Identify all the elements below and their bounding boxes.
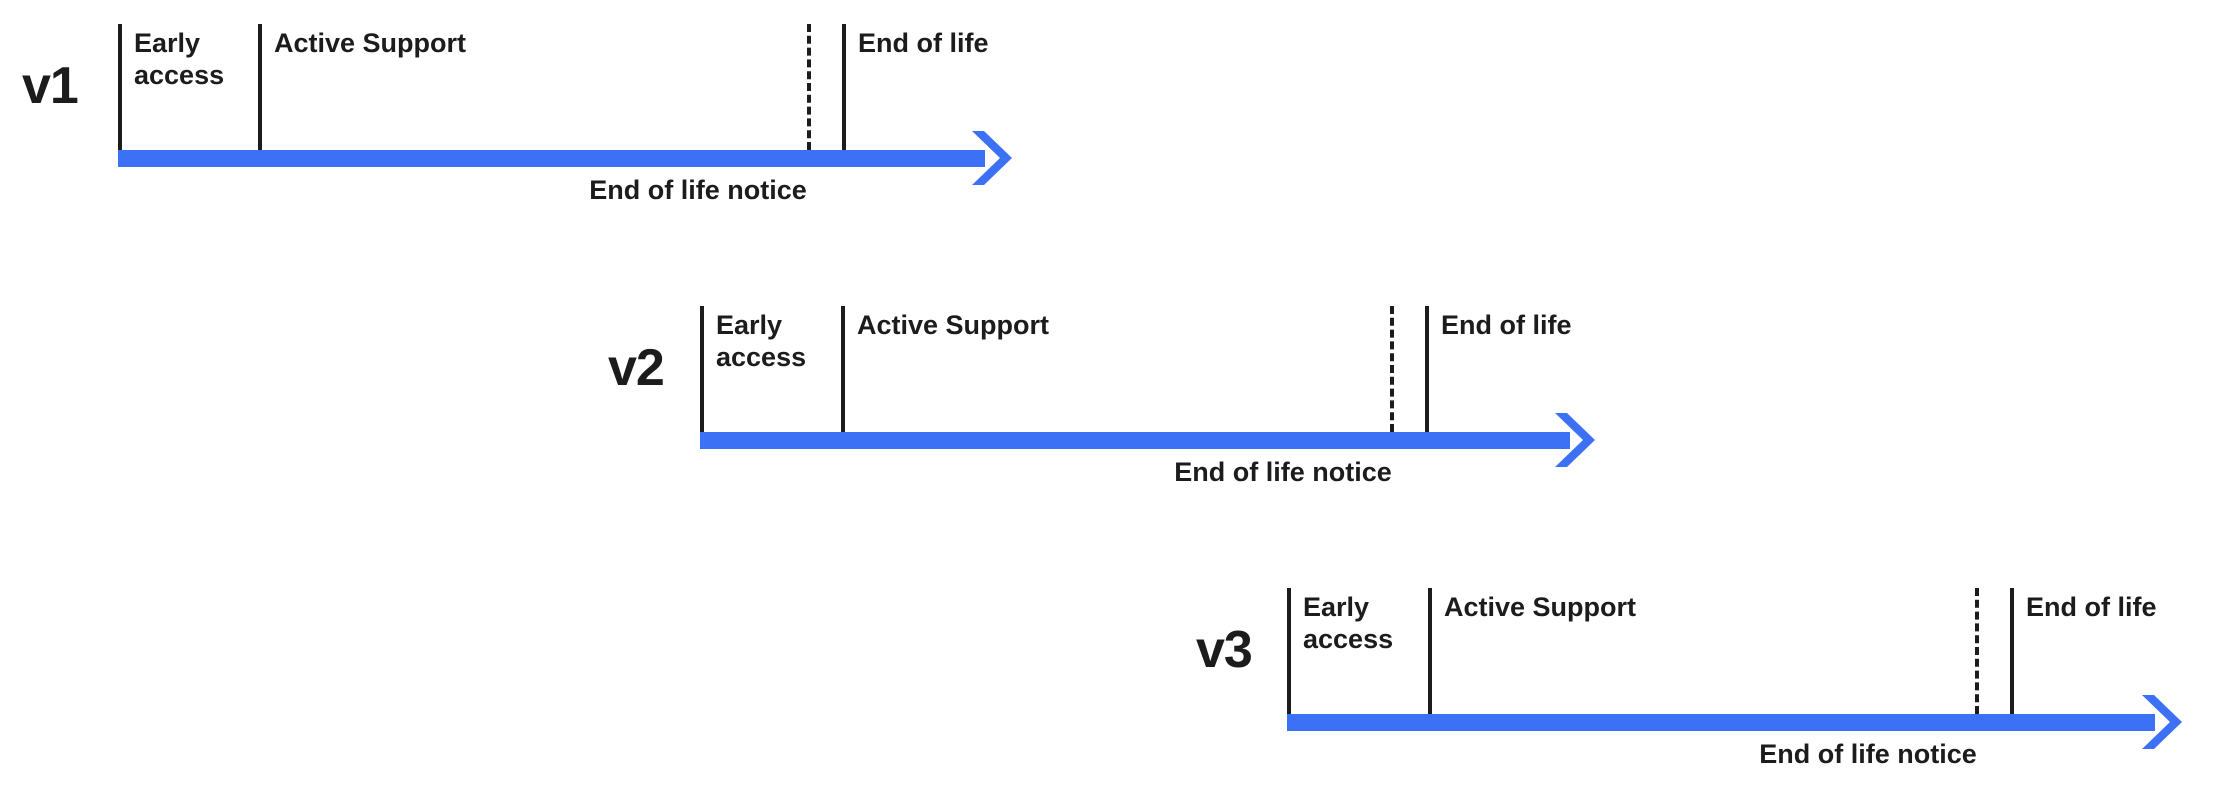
timeline-arrow-shaft-v3	[1287, 714, 2155, 731]
timeline-arrow-head-icon-v1	[964, 129, 1022, 187]
phase-divider-early-access-end-v1	[258, 24, 262, 150]
version-label-v2: v2	[608, 339, 665, 397]
phase-label-end-of-life-v2: End of life	[1441, 310, 1572, 340]
end-of-life-notice-label-v1: End of life notice	[589, 175, 807, 205]
phase-divider-end-of-life-v2	[1425, 306, 1429, 432]
phase-label-active-support-v3: Active Support	[1444, 592, 1637, 622]
timeline-row-v2: v2 Early access Active Support End of li…	[0, 282, 2228, 487]
end-of-life-notice-label-v2: End of life notice	[1174, 457, 1392, 487]
timeline-row-v3: v3 Early access Active Support End of li…	[0, 564, 2228, 769]
phase-label-active-support-v1: Active Support	[274, 28, 467, 58]
phase-divider-start-v2	[700, 306, 704, 432]
phase-divider-end-of-life-v3	[2010, 588, 2014, 714]
phase-label-early-access-v3: Early access	[1303, 592, 1394, 654]
timeline-arrow-shaft-v1	[118, 150, 985, 167]
version-label-v1: v1	[22, 57, 79, 115]
timeline-arrow-head-icon-v3	[2134, 693, 2192, 751]
end-of-life-notice-marker-v1	[807, 24, 811, 150]
phase-label-active-support-v2: Active Support	[857, 310, 1050, 340]
phase-label-early-access-v2: Early access	[716, 310, 807, 372]
end-of-life-notice-marker-v3	[1975, 588, 1979, 714]
phase-label-early-access-v1: Early access	[134, 28, 225, 90]
timeline-arrow-shaft-v2	[700, 432, 1570, 449]
timeline-row-v1: v1 Early access Active Support End of li…	[0, 0, 2228, 205]
phase-label-end-of-life-v1: End of life	[858, 28, 989, 58]
end-of-life-notice-marker-v2	[1390, 306, 1394, 432]
timeline-arrow-head-icon-v2	[1547, 411, 1605, 469]
version-label-v3: v3	[1196, 621, 1253, 679]
phase-label-end-of-life-v3: End of life	[2026, 592, 2157, 622]
phase-divider-start-v1	[118, 24, 122, 150]
end-of-life-notice-label-v3: End of life notice	[1759, 739, 1977, 769]
phase-divider-early-access-end-v3	[1428, 588, 1432, 714]
phase-divider-start-v3	[1287, 588, 1291, 714]
phase-divider-early-access-end-v2	[841, 306, 845, 432]
phase-divider-end-of-life-v1	[842, 24, 846, 150]
